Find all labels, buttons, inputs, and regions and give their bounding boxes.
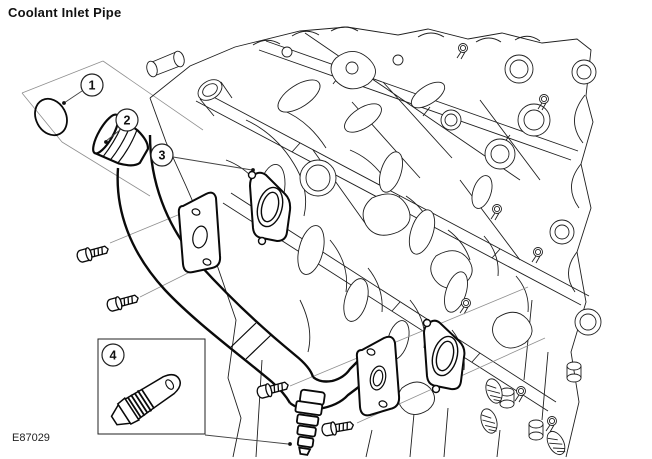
coolant-inlet-pipe [92, 113, 401, 456]
callout-1: 1 [80, 73, 104, 97]
callouts: 1 2 3 4 [80, 73, 174, 367]
page-title: Coolant Inlet Pipe [8, 5, 122, 20]
callout-2-number: 2 [124, 114, 131, 128]
gasket-upper [247, 170, 292, 246]
callout-2: 2 [115, 108, 139, 132]
callout-3-number: 3 [159, 149, 166, 163]
mounting-bolt [105, 290, 141, 314]
alignment-projection-lines [109, 209, 546, 424]
callout-4: 4 [101, 343, 125, 367]
mounting-bolt [320, 417, 356, 438]
engine-block-art [146, 26, 602, 459]
callout-leader-lines [62, 90, 292, 446]
callout-1-number: 1 [89, 79, 96, 93]
figure-code: E87029 [12, 432, 50, 444]
gasket-lower [422, 318, 466, 394]
ghost-outline-lines [21, 60, 204, 197]
threaded-connector [110, 373, 181, 426]
mounting-bolt [75, 241, 111, 265]
o-ring [34, 97, 68, 137]
callout-3: 3 [150, 143, 174, 167]
callout-4-number: 4 [110, 349, 117, 363]
